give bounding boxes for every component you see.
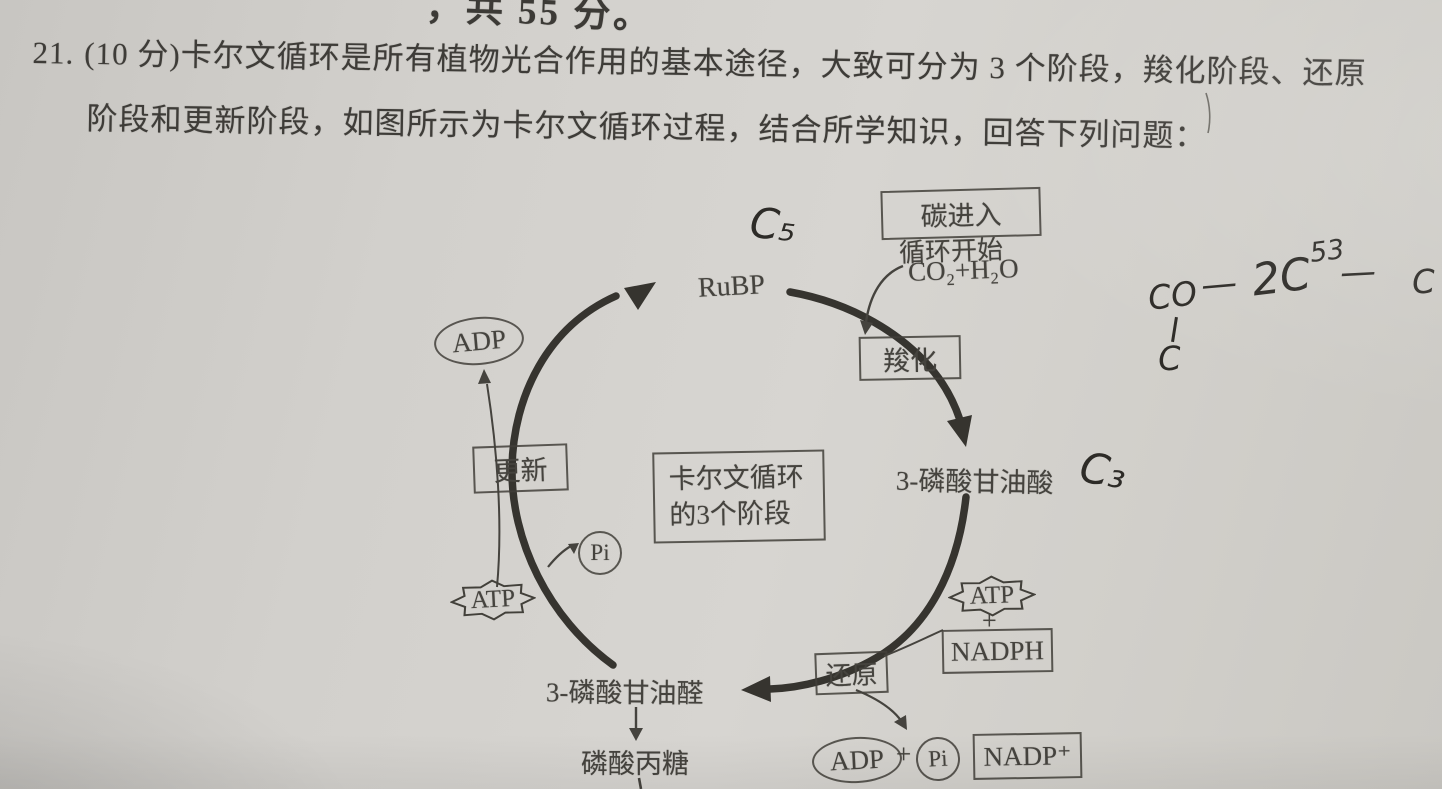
nadph-box: NADPH [941,628,1054,674]
co2-h2o-label: CO₂+H₂O [907,253,1020,287]
atp-left-starburst: ATP [449,577,537,623]
co2-entry-arrow [864,264,904,323]
handwritten-note-dash-1: — [1199,262,1239,307]
plus-sign-right: + [982,606,997,635]
regeneration-arc [508,292,620,669]
bottom-edge-arrow-stub [637,777,643,789]
reduction-products-arrowhead [894,715,907,730]
pi-release-arrowhead [568,543,579,554]
carboxylation-box: 羧化 [858,335,962,381]
rubp-label: RuBP [697,269,766,304]
carboxylation-arc [786,288,964,424]
handwritten-note-2c: 2C [1249,248,1314,307]
handwritten-note-co: CO [1145,273,1200,318]
handwritten-note-c-below: C [1156,338,1183,379]
reduction-box: 还原 [814,650,889,696]
stray-pen-mark [1205,92,1211,134]
handwritten-c5: C₅ [747,197,799,252]
g3p-to-triose-arrowhead [629,728,643,741]
handwritten-note-dash-2: — [1338,251,1378,294]
reduction-arrowhead [741,676,771,702]
atp-to-adp-arrowhead [478,369,491,384]
g3p-label: 3-磷酸甘油醛 [545,677,704,709]
atp-right-starburst: ATP [947,573,1037,618]
atp-left-label: ATP [470,584,516,615]
regeneration-box: 更新 [472,443,569,494]
nadp-plus-box: NADP⁺ [972,732,1083,780]
question-number: 21. [32,34,75,71]
atp-to-adp-arrow [486,383,501,588]
pga-label: 3-磷酸甘油酸 [895,465,1054,499]
cycle-stages-line-1: 卡尔文循环 [668,462,804,495]
cycle-stages-line-2: 的3个阶段 [669,497,792,530]
reduction-products-arrow [855,688,903,723]
starburst-shape [947,575,1037,617]
regeneration-arrowhead [624,282,656,310]
starburst-shape [449,579,537,621]
co2-entry-arrowhead [860,320,873,335]
nadph-to-cycle-line [883,629,944,657]
handwritten-c3: C₃ [1076,442,1131,499]
reduction-arc [766,493,970,693]
cycle-stages-box: 卡尔文循环 的3个阶段 [652,449,826,544]
pi-circle: Pi [578,531,622,575]
triose-phosphate-label: 磷酸丙糖 [581,749,689,779]
handwritten-note-c-right: C [1410,261,1437,302]
carboxylation-arrowhead [947,415,972,447]
plus-sign-bottom: + [896,739,912,769]
pi-release-arrow [547,545,572,568]
